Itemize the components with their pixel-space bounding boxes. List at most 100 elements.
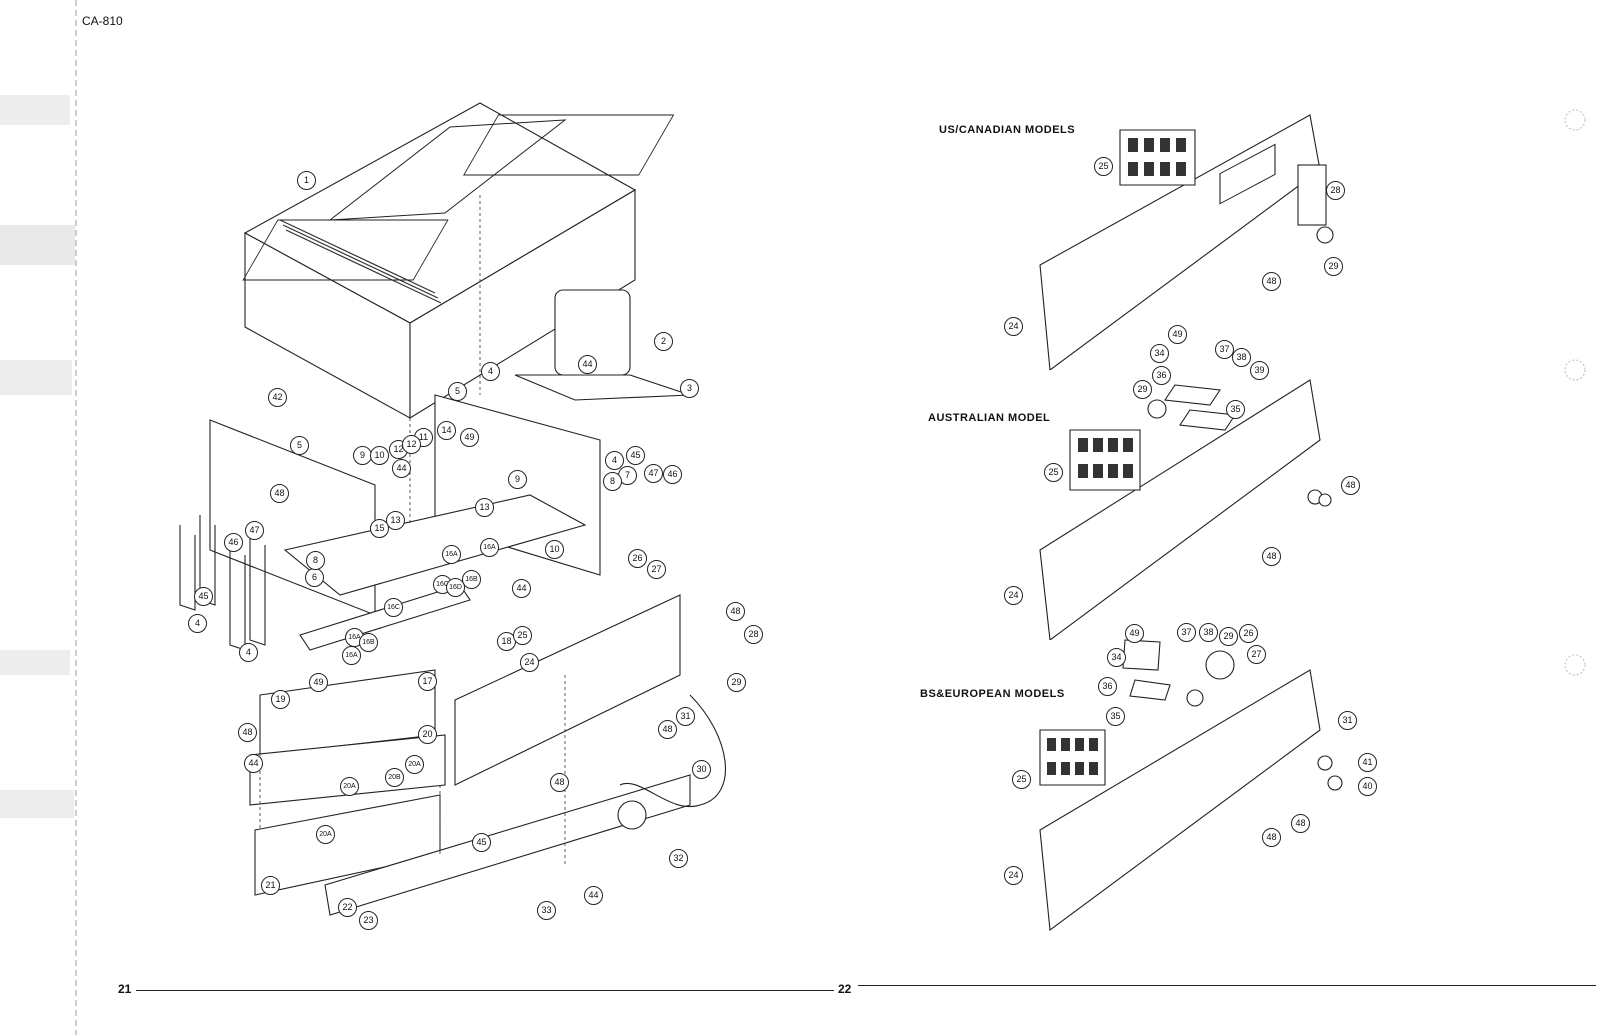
- callout-28: 28: [744, 625, 763, 644]
- callout-7: 7: [618, 466, 637, 485]
- callout-6: 6: [305, 568, 324, 587]
- callout-10: 10: [370, 446, 389, 465]
- callout-9: 9: [508, 470, 527, 489]
- scan-binding-edge: [0, 0, 77, 1035]
- callout-au-34: 34: [1150, 344, 1169, 363]
- callout-10: 10: [545, 540, 564, 559]
- callout-29: 29: [727, 673, 746, 692]
- callout-21: 21: [261, 876, 280, 895]
- callout-eu-37: 37: [1177, 623, 1196, 642]
- callout-19: 19: [271, 690, 290, 709]
- callout-au-48: 48: [1341, 476, 1360, 495]
- callout-16b: 16B: [462, 570, 481, 589]
- callout-16b: 16B: [359, 633, 378, 652]
- callout-12: 12: [402, 435, 421, 454]
- callout-eu-26: 26: [1239, 624, 1258, 643]
- callout-31: 31: [676, 707, 695, 726]
- callout-47: 47: [245, 521, 264, 540]
- model-number: CA-810: [82, 14, 123, 28]
- callout-us-28: 28: [1326, 181, 1345, 200]
- page-number-left: 21: [118, 982, 132, 996]
- callout-eu-41: 41: [1358, 753, 1377, 772]
- callout-13: 13: [475, 498, 494, 517]
- callout-au-49: 49: [1168, 325, 1187, 344]
- callout-us-24: 24: [1004, 317, 1023, 336]
- callout-4: 4: [605, 451, 624, 470]
- callout-44: 44: [584, 886, 603, 905]
- callout-20a: 20A: [405, 755, 424, 774]
- callout-20a: 20A: [340, 777, 359, 796]
- callout-33: 33: [537, 901, 556, 920]
- callout-3: 3: [680, 379, 699, 398]
- callout-20: 20: [418, 725, 437, 744]
- callout-47: 47: [644, 464, 663, 483]
- footer-rule-left: [136, 990, 834, 991]
- callout-eu-49: 49: [1125, 624, 1144, 643]
- callout-eu-48: 48: [1262, 828, 1281, 847]
- callout-5: 5: [290, 436, 309, 455]
- callout-au-48: 48: [1262, 547, 1281, 566]
- callout-30: 30: [692, 760, 711, 779]
- callout-4: 4: [239, 643, 258, 662]
- callout-eu-24: 24: [1004, 866, 1023, 885]
- callout-au-38: 38: [1232, 348, 1251, 367]
- callout-16a: 16A: [480, 538, 499, 557]
- callout-16a: 16A: [342, 646, 361, 665]
- callout-48: 48: [238, 723, 257, 742]
- callout-13: 13: [386, 511, 405, 530]
- callout-eu-25: 25: [1012, 770, 1031, 789]
- callout-16d: 16D: [446, 578, 465, 597]
- callout-49: 49: [309, 673, 328, 692]
- callout-44: 44: [244, 754, 263, 773]
- callout-23: 23: [359, 911, 378, 930]
- page-number-right: 22: [838, 982, 852, 996]
- callout-1: 1: [297, 171, 316, 190]
- callout-45: 45: [194, 587, 213, 606]
- callout-8: 8: [306, 551, 325, 570]
- assembly-guides: [259, 195, 566, 865]
- callout-17: 17: [418, 672, 437, 691]
- callout-48: 48: [550, 773, 569, 792]
- rear-panel-australian: [1039, 379, 1332, 640]
- callout-au-29: 29: [1133, 380, 1152, 399]
- callout-45: 45: [626, 446, 645, 465]
- callout-16c: 16C: [384, 598, 403, 617]
- footer-rule-right: [858, 985, 1596, 986]
- callout-27: 27: [647, 560, 666, 579]
- scan-punch-holes: [1564, 109, 1586, 676]
- callout-eu-31: 31: [1338, 711, 1357, 730]
- callout-eu-48: 48: [1291, 814, 1310, 833]
- section-label-bs-european: BS&EUROPEAN MODELS: [920, 688, 1065, 700]
- callout-au-37: 37: [1215, 340, 1234, 359]
- callout-25: 25: [513, 626, 532, 645]
- callout-us-48: 48: [1262, 272, 1281, 291]
- callout-us-25: 25: [1094, 157, 1113, 176]
- section-label-us-canadian: US/CANADIAN MODELS: [939, 124, 1076, 136]
- callout-24: 24: [520, 653, 539, 672]
- callout-14: 14: [437, 421, 456, 440]
- cover-vents: [279, 119, 567, 304]
- callout-44: 44: [578, 355, 597, 374]
- callout-us-29: 29: [1324, 257, 1343, 276]
- callout-eu-38: 38: [1199, 623, 1218, 642]
- callout-au-35: 35: [1226, 400, 1245, 419]
- section-label-australian: AUSTRALIAN MODEL: [928, 412, 1051, 424]
- callout-32: 32: [669, 849, 688, 868]
- callout-eu-35: 35: [1106, 707, 1125, 726]
- callout-au-25: 25: [1044, 463, 1063, 482]
- callout-eu-29: 29: [1219, 627, 1238, 646]
- callout-au-39: 39: [1250, 361, 1269, 380]
- callout-2: 2: [654, 332, 673, 351]
- callout-au-36: 36: [1152, 366, 1171, 385]
- callout-eu-40: 40: [1358, 777, 1377, 796]
- callout-20a: 20A: [316, 825, 335, 844]
- callout-16a: 16A: [442, 545, 461, 564]
- callout-46: 46: [663, 465, 682, 484]
- rear-panel-us-canadian: [1039, 114, 1334, 370]
- callout-4: 4: [188, 614, 207, 633]
- callout-46: 46: [224, 533, 243, 552]
- callout-au-24: 24: [1004, 586, 1023, 605]
- callout-26: 26: [628, 549, 647, 568]
- callout-20b: 20B: [385, 768, 404, 787]
